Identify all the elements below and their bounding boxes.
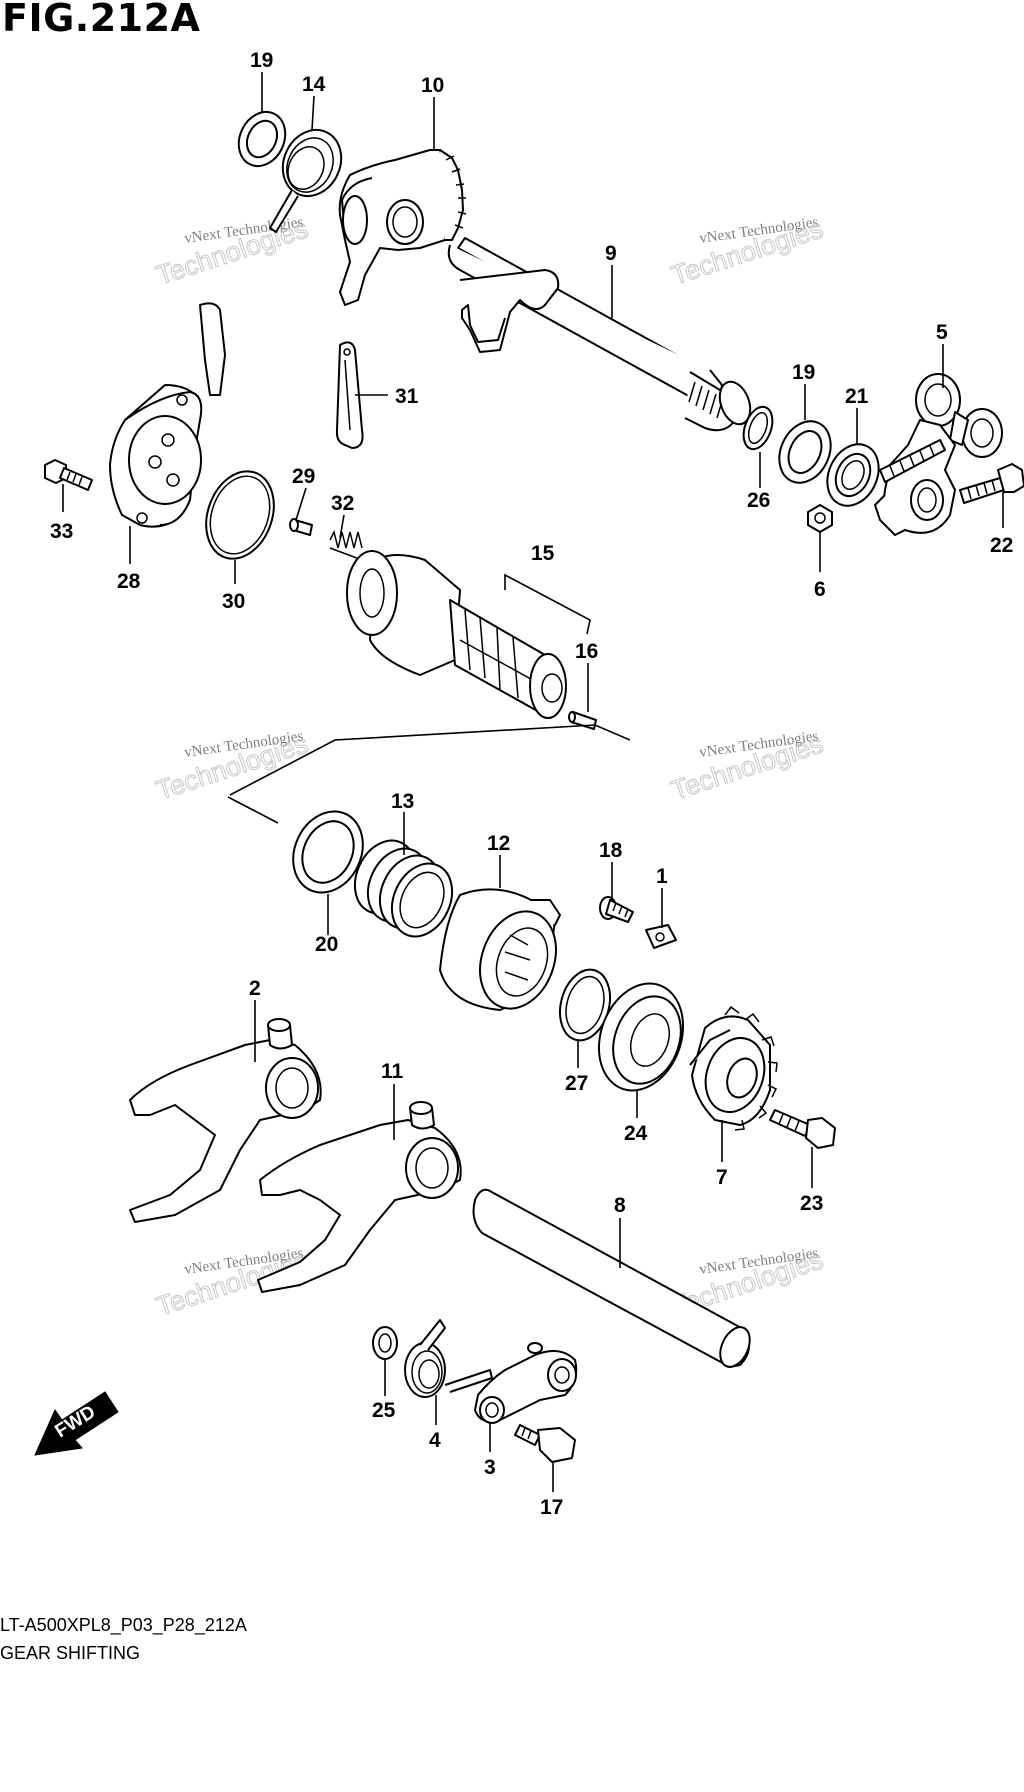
callout-32: 32	[331, 492, 354, 515]
part-24-bearing	[597, 982, 685, 1092]
callout-19-top: 19	[250, 49, 273, 72]
part-26-circlip	[742, 405, 774, 451]
watermark-top-right: vNext Technologies Technologies	[667, 213, 827, 291]
figure-title: FIG.212A	[2, 0, 201, 40]
callout-12: 12	[487, 832, 510, 855]
fwd-arrow-icon: FWD	[34, 1391, 119, 1456]
callout-6: 6	[814, 578, 826, 601]
part-14-return-spring	[269, 128, 343, 233]
part-15-gearshift-cam	[346, 550, 567, 719]
callout-8: 8	[614, 1194, 626, 1217]
part-6-nut	[807, 504, 833, 533]
part-10-gearshift-arm	[338, 149, 467, 306]
callout-1: 1	[656, 865, 668, 888]
part-5-lever-bolt	[879, 439, 946, 483]
callout-7: 7	[716, 1166, 728, 1189]
callout-28: 28	[117, 570, 141, 593]
part-13-spring	[353, 839, 454, 938]
part-12-collar	[439, 888, 561, 1011]
part-22-bolt	[959, 463, 1024, 504]
callout-13: 13	[391, 790, 414, 813]
callout-23: 23	[800, 1192, 823, 1215]
part-33-bolt	[44, 459, 93, 491]
callout-33: 33	[50, 520, 73, 543]
callout-17: 17	[540, 1496, 563, 1519]
part-28-cover	[109, 302, 226, 528]
diagram-code: LT-A500XPL8_P03_P28_212A	[0, 1615, 247, 1635]
part-3-stopper-arm	[474, 1342, 578, 1424]
callout-25: 25	[372, 1399, 396, 1422]
callout-24: 24	[624, 1122, 648, 1145]
watermark-mid-right: vNext Technologies Technologies	[667, 728, 827, 806]
diagram-name: GEAR SHIFTING	[0, 1643, 141, 1663]
part-9-gearshift-shaft	[447, 237, 752, 432]
part-18-bolt	[599, 896, 634, 923]
callout-18: 18	[599, 839, 623, 862]
callout-30: 30	[222, 590, 245, 613]
part-31-gasket-strip	[335, 341, 364, 449]
callout-16: 16	[575, 640, 598, 663]
part-19-washer-top	[237, 110, 287, 168]
callout-20: 20	[315, 933, 338, 956]
part-7-stopper-gear	[689, 1005, 778, 1131]
callout-29: 29	[292, 465, 315, 488]
part-20-washer	[292, 810, 364, 894]
leader-lines	[62, 72, 1004, 1492]
part-11-shift-fork	[257, 1101, 462, 1293]
callout-21: 21	[845, 385, 869, 408]
callout-3: 3	[484, 1456, 496, 1479]
callout-9: 9	[605, 242, 617, 265]
callout-19-right: 19	[792, 361, 815, 384]
part-8-shift-fork-shaft	[472, 1188, 751, 1368]
part-32-spring	[329, 529, 363, 561]
callout-labels: 19 14 10 9 5 19 21 31 29 32 26 22 33 28 …	[50, 49, 1013, 1519]
bracket-15	[504, 573, 591, 635]
part-2-shift-fork	[129, 1018, 322, 1223]
callout-2: 2	[249, 977, 261, 1000]
callout-11: 11	[381, 1060, 404, 1083]
part-23-bolt	[769, 1109, 836, 1149]
callout-4: 4	[429, 1429, 441, 1452]
part-29-pin	[289, 518, 313, 536]
callout-22: 22	[990, 534, 1013, 557]
part-19-washer-right	[778, 420, 832, 484]
part-25-washer	[372, 1326, 398, 1360]
callout-15: 15	[531, 542, 555, 565]
callout-27: 27	[565, 1072, 588, 1095]
part-4-stopper-spring	[404, 1319, 493, 1398]
watermark-top-left: vNext Technologies Technologies	[152, 213, 312, 291]
callout-10: 10	[421, 74, 444, 97]
callout-31: 31	[395, 385, 419, 408]
part-17-bolt	[514, 1424, 576, 1463]
callout-14: 14	[302, 73, 326, 96]
callout-26: 26	[747, 489, 770, 512]
part-21-oil-seal	[826, 443, 880, 507]
group-outline	[227, 724, 631, 824]
part-1-washer	[645, 924, 677, 949]
part-5-gearshift-lever	[874, 373, 1003, 536]
callout-5: 5	[936, 321, 948, 344]
part-30-o-ring	[205, 470, 275, 560]
